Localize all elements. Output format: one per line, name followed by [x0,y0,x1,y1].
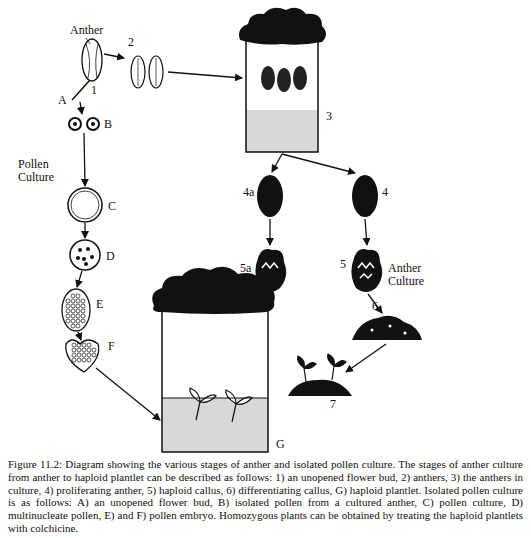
cell [72,348,76,352]
stage-label: 4a [243,186,254,199]
differentiating-callus [352,316,422,340]
stage-label: 1 [91,84,97,97]
anthers [131,56,163,88]
cell [76,304,80,308]
cell [66,309,70,313]
cell [72,343,76,347]
cell [66,314,70,318]
cell [92,353,96,357]
cell [82,348,86,352]
cell [72,358,76,362]
stage-label: 5 [340,258,346,271]
stage-label: E [96,298,103,311]
cell [71,304,75,308]
cell [81,299,85,303]
cell [66,299,70,303]
part-label: Anther [70,24,103,37]
cell [66,304,70,308]
figure-caption: Figure 11.2: Diagram showing the various… [8,458,523,535]
cell [81,319,85,323]
plantlet [288,354,352,396]
cell [71,314,75,318]
part-label: Anther Culture [388,262,444,288]
pollen-embryo [62,289,90,331]
flower-bud [72,38,102,100]
proliferating-anther [257,175,283,217]
stage-label: 3 [326,110,332,123]
stage-label: D [106,250,115,263]
cell [81,304,85,308]
cell [82,358,86,362]
cell [77,348,81,352]
cell [87,353,91,357]
proliferating-anther [352,175,378,217]
stage-label: 5a [240,262,251,275]
multinucleate-pollen [70,240,100,270]
stage-label: A [58,94,67,107]
cell [71,319,75,323]
cell [76,314,80,318]
cell [76,324,80,328]
cell [71,324,75,328]
stage-label: B [104,118,112,131]
cell [82,343,86,347]
cell [72,353,76,357]
cell [71,299,75,303]
cell [66,319,70,323]
cell [87,343,91,347]
stage-arrow [77,54,386,420]
cell [77,353,81,357]
cell [76,299,80,303]
cell [76,319,80,323]
haploid-callus [255,249,382,292]
stage-label: 2 [128,36,134,49]
cell [71,309,75,313]
stage-label: 6 [372,300,378,313]
stage-label: C [108,200,116,213]
pollen-embryo [66,340,99,372]
cell [81,314,85,318]
stage-label: 7 [330,398,336,411]
cell [77,343,81,347]
cell [87,358,91,362]
cell [92,348,96,352]
cell [76,309,80,313]
stage-label: G [276,438,285,451]
stage-label: F [108,340,115,353]
stage-label: 4 [382,186,388,199]
cell [82,353,86,357]
cell [81,309,85,313]
cell [71,294,75,298]
cell [87,348,91,352]
part-label: Pollen Culture [18,158,72,184]
pollen-grain [68,188,102,222]
cell [77,358,81,362]
plantlet-tube [152,267,275,452]
isolated-pollen [69,118,99,130]
cell [76,294,80,298]
culture-tube [239,8,326,152]
